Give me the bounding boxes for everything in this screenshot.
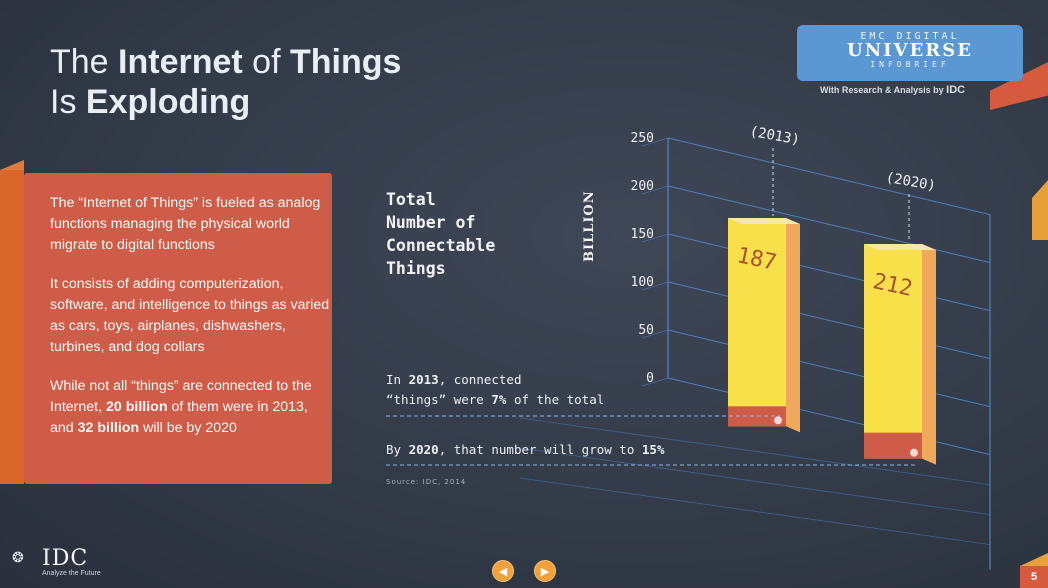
page-number: 5 <box>1020 566 1048 588</box>
y-tick-label: 150 <box>631 227 654 242</box>
title-word: Is <box>50 83 86 121</box>
gridline-depth <box>641 281 669 291</box>
title-word: Things <box>289 43 402 81</box>
bar-front-(2013) <box>728 218 786 427</box>
y-tick-label: 250 <box>631 131 654 146</box>
note-2020: By 2020, that number will grow to 15% <box>386 442 665 457</box>
y-tick-label: 0 <box>646 371 654 386</box>
floor-line <box>519 477 991 546</box>
bar-top-face <box>728 218 800 224</box>
y-tick-label: 100 <box>631 275 654 290</box>
bar-side-face <box>786 218 800 433</box>
y-tick-label: 50 <box>638 323 654 338</box>
chevron-left-icon: ◀ <box>498 565 508 578</box>
floor-line <box>519 447 991 516</box>
title-word: Internet <box>118 43 243 81</box>
x-category-label: (2020) <box>884 170 937 195</box>
gridline-depth <box>641 329 669 339</box>
gridline-depth <box>641 377 669 387</box>
connected-marker-dot <box>774 416 782 425</box>
gridline <box>667 377 991 456</box>
gridline-depth <box>641 185 669 195</box>
right-edge-decoration <box>1032 180 1048 240</box>
panel-paragraph-2: It consists of adding computerization, s… <box>50 276 330 355</box>
idc-tagline: Analyze the Future <box>42 570 101 577</box>
gridline-depth <box>641 137 669 147</box>
next-slide-button[interactable]: ▶ <box>534 560 556 582</box>
floor-line <box>519 417 991 486</box>
info-panel: The “Internet of Things” is fueled as an… <box>24 173 332 484</box>
logo-line-2: UNIVERSE <box>847 40 973 61</box>
panel-paragraph-3: While not all “things” are connected to … <box>50 378 312 436</box>
idc-logo-word: IDC <box>42 546 89 571</box>
y-tick-label: 200 <box>631 179 654 194</box>
page-title: The Internet of Things Is Exploding <box>50 42 401 122</box>
panel-paragraph-1: The “Internet of Things” is fueled as an… <box>50 195 321 253</box>
note-2013: In 2013, connected “things” were 7% of t… <box>386 372 605 407</box>
connected-marker-dot <box>910 448 918 457</box>
emc-digital-universe-logo: EMC DIGITAL UNIVERSE INFOBRIEF <box>797 25 1023 81</box>
chart-title: Total Number of Connectable Things <box>386 190 496 278</box>
source-note: Source: IDC, 2014 <box>386 478 467 486</box>
title-word: of <box>242 43 290 81</box>
chevron-right-icon: ▶ <box>540 565 550 578</box>
previous-slide-button[interactable]: ◀ <box>492 560 514 582</box>
title-word: The <box>50 43 119 81</box>
idc-globe-icon: ❂ <box>12 550 24 566</box>
logo-line-1: EMC DIGITAL <box>860 31 960 42</box>
gridline <box>667 137 991 216</box>
bar-side-face <box>922 244 936 465</box>
gridline <box>667 329 991 408</box>
panel-side-decoration <box>0 160 24 484</box>
bar-top-face <box>864 244 936 250</box>
gridline <box>667 233 991 312</box>
title-word: Exploding <box>85 83 251 121</box>
logo-line-3: INFOBRIEF <box>870 60 950 69</box>
gridline-depth <box>641 233 669 243</box>
gridline <box>667 185 991 264</box>
x-category-label: (2013) <box>748 124 801 149</box>
bar-front-(2020) <box>864 244 922 459</box>
gridline <box>667 281 991 360</box>
research-byline: With Research & Analysis by IDC <box>820 84 966 96</box>
